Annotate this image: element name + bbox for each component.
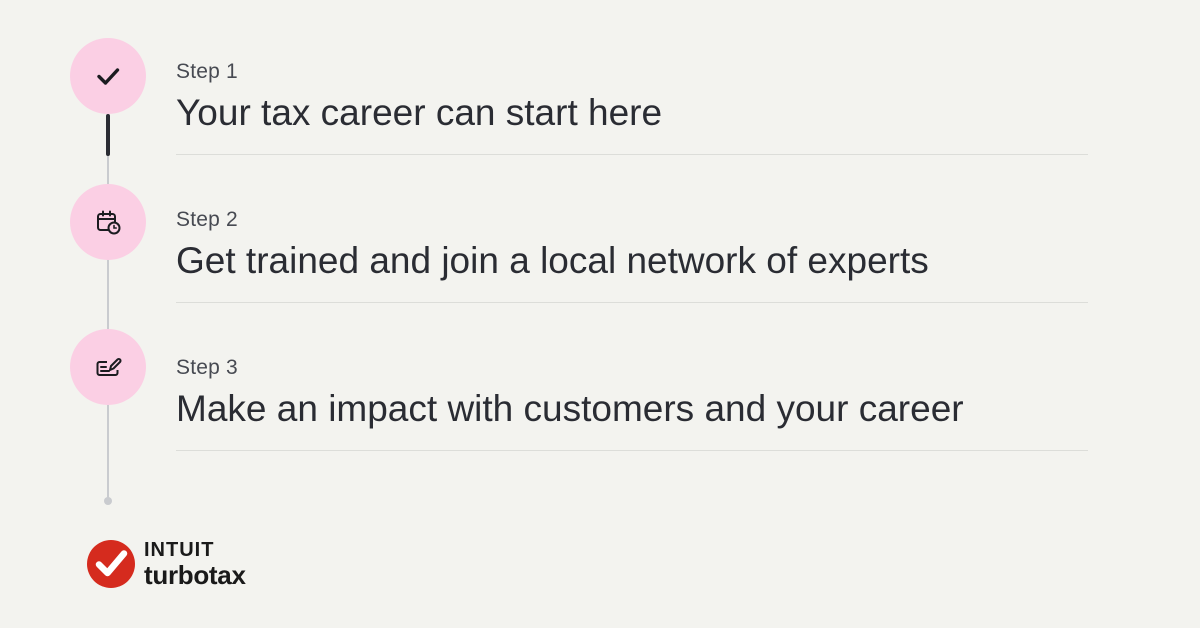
step-1-divider: [176, 154, 1088, 155]
step-2-title: Get trained and join a local network of …: [176, 240, 929, 281]
step-1-label: Step 1: [176, 60, 238, 83]
intuit-turbotax-logo: INTUIT turbotax: [86, 539, 246, 589]
timeline-connector-2: [107, 258, 109, 331]
checkmark-icon: [97, 68, 120, 85]
step-1-title: Your tax career can start here: [176, 92, 663, 133]
logo-product-line: turbotax: [144, 560, 246, 590]
step-3-divider: [176, 450, 1088, 451]
step-3-circle: [70, 329, 146, 405]
signature-icon: [96, 358, 122, 376]
step-1-circle: [70, 38, 146, 114]
timeline-connector-3: [107, 403, 109, 499]
logo-brand-line: INTUIT: [144, 539, 215, 561]
timeline-progress-indicator: [106, 114, 110, 156]
calendar-clock-icon: [97, 210, 121, 235]
timeline-end-dot: [104, 497, 112, 505]
step-3-label: Step 3: [176, 356, 238, 379]
step-3-title: Make an impact with customers and your c…: [176, 388, 964, 429]
step-2-label: Step 2: [176, 208, 238, 231]
turbotax-check-logo-icon: [87, 540, 135, 588]
step-2-circle: [70, 184, 146, 260]
step-2-divider: [176, 302, 1088, 303]
